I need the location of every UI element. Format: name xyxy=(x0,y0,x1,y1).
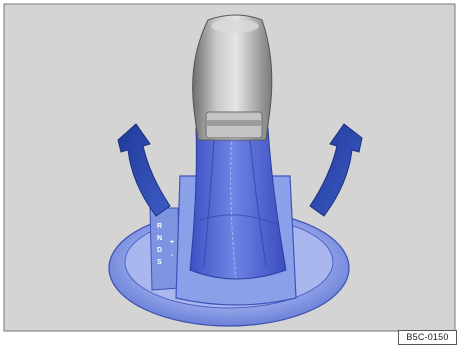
gate-letter-n: N xyxy=(157,235,162,242)
knob-top-highlight xyxy=(211,19,259,33)
gate-letter-s: S xyxy=(157,259,162,266)
gate-plate xyxy=(150,208,180,290)
gate-letter-d: D xyxy=(157,247,162,254)
figure-reference-code: B5C-0150 xyxy=(398,330,457,345)
tiptronic-plus: + xyxy=(170,239,174,246)
gate-letter-r: R xyxy=(157,223,162,230)
knob-collar-band xyxy=(206,120,262,126)
